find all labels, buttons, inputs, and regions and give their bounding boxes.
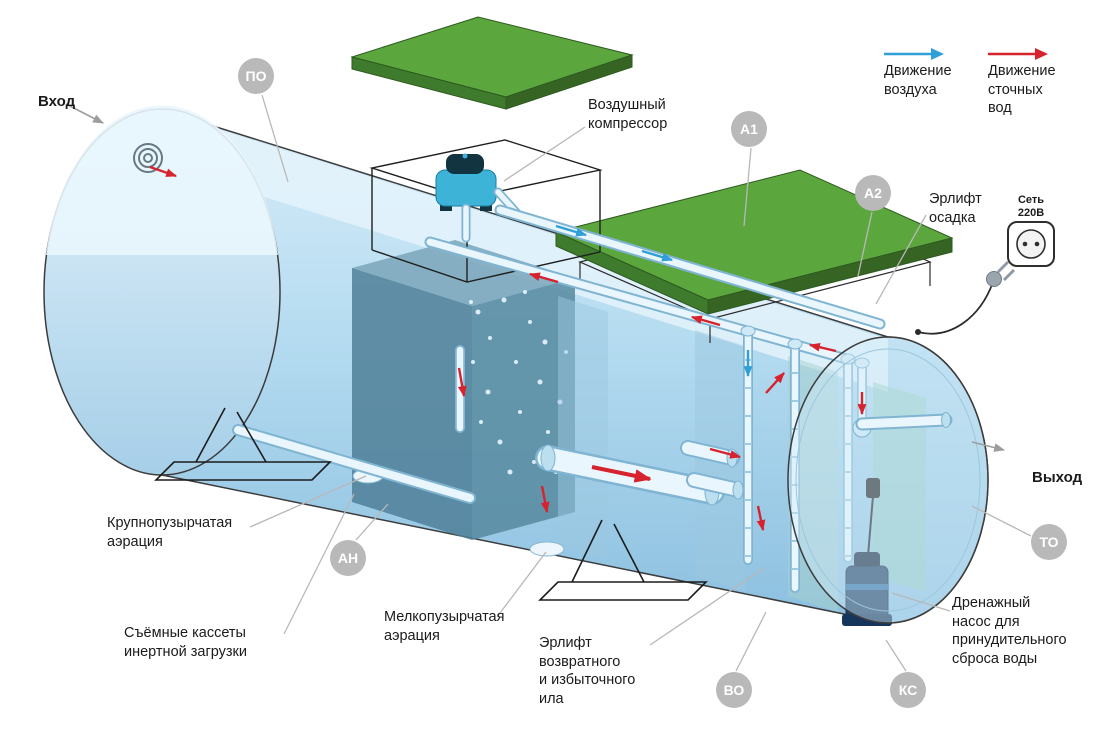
label-inlet: Вход bbox=[38, 93, 76, 110]
inlet-pipe-coil-icon bbox=[133, 143, 163, 173]
tank-stand-right bbox=[538, 519, 708, 601]
air-compressor-unit bbox=[435, 153, 497, 211]
label-outlet: Выход bbox=[1032, 469, 1083, 486]
badge-ks: КС bbox=[890, 672, 926, 708]
label-air-compressor: Воздушный компрессор bbox=[588, 97, 668, 132]
label-drainage-pump: Дренажный насос для принудительного сбро… bbox=[952, 595, 1067, 667]
label-power-supply: Сеть 220В bbox=[1017, 194, 1045, 220]
bottom-distribution-pipe bbox=[232, 424, 476, 504]
badge-an: АН bbox=[330, 540, 366, 576]
badge-a1: А1 bbox=[731, 111, 767, 147]
legend-waste-label: Движение сточных вод bbox=[988, 63, 1056, 117]
label-coarse-aeration: Крупнопузырчатая аэрация bbox=[107, 515, 233, 550]
compressor-box-frame bbox=[369, 139, 603, 283]
flow-arrows-waste bbox=[149, 165, 867, 532]
inlet-outlet-direction-arrows bbox=[65, 103, 1006, 452]
power-plug-wire bbox=[915, 260, 1016, 335]
label-fine-aeration: Мелкопузырчатая аэрация bbox=[384, 609, 505, 644]
tank-left-end-cap bbox=[43, 105, 281, 476]
aeration-dome-fine bbox=[529, 541, 565, 557]
label-removable-cassettes: Съёмные кассеты инертной загрузки bbox=[124, 625, 248, 660]
callout-lines bbox=[249, 94, 1032, 672]
label-sludge-airlift: Эрлифт осадка bbox=[929, 191, 982, 226]
power-socket bbox=[1007, 221, 1055, 267]
green-lid-small bbox=[350, 16, 634, 110]
legend-air-label: Движение воздуха bbox=[884, 63, 952, 98]
label-return-sludge-airlift: Эрлифт возвратного и избыточного ила bbox=[539, 635, 636, 707]
legend-waste-arrow-icon bbox=[988, 48, 1048, 60]
tank-right-end-cap bbox=[787, 336, 989, 624]
flow-arrows-air bbox=[555, 224, 753, 378]
badge-to: ТО bbox=[1031, 524, 1067, 560]
badge-vo: ВО bbox=[716, 672, 752, 708]
tank-stand-left bbox=[154, 407, 332, 481]
cassette-block bbox=[352, 240, 575, 540]
badge-po: ПО bbox=[238, 58, 274, 94]
outlet-pipe bbox=[852, 412, 953, 438]
legend-air-arrow-icon bbox=[884, 48, 944, 60]
badge-a2: А2 bbox=[855, 175, 891, 211]
